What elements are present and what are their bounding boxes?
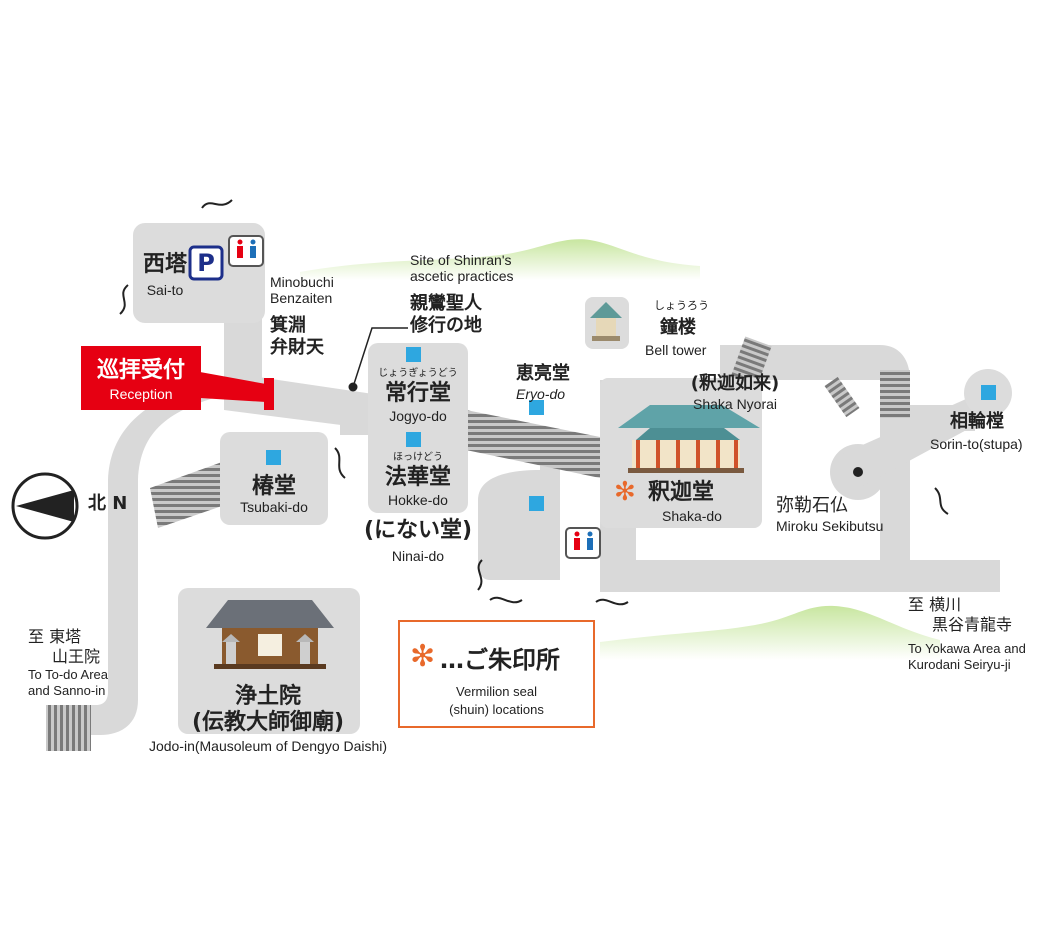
yokawa-direction-jp1: 至 横川 — [908, 595, 962, 614]
sorinto-dot — [853, 467, 863, 477]
seal-icon: ✻ — [410, 639, 436, 674]
hokkedo-label[interactable]: 法華堂 — [384, 465, 452, 490]
hokkedo-ruby: ほっけどう — [393, 452, 443, 463]
tsubakido-label[interactable]: 椿堂 — [251, 474, 297, 499]
legend-en1: Vermilion seal — [456, 684, 537, 699]
hokkedo-label-en: Hokke-do — [388, 492, 448, 508]
minobuchi-en1: Minobuchi — [270, 274, 334, 290]
shinran-en1: Site of Shinran's — [410, 252, 512, 268]
shinran-jp1[interactable]: 親鸞聖人 — [410, 293, 482, 314]
parking-icon — [188, 245, 224, 281]
shakado-temple-icon — [618, 405, 760, 473]
sorinto-label-en: Sorin-to(stupa) — [930, 436, 1023, 452]
minobuchi-en2: Benzaiten — [270, 290, 333, 306]
yokawa-direction-en1: To Yokawa Area and — [908, 641, 1026, 656]
parking-label: P — [197, 249, 215, 277]
yokawa-direction-en2: Kurodani Seiryu-ji — [908, 657, 1011, 672]
minobuchi-jp2: 弁財天 — [270, 337, 324, 358]
bell-tower-icon — [590, 302, 622, 341]
shakado-label[interactable]: 釈迦堂 — [648, 480, 715, 505]
jodoin-temple-icon — [206, 600, 334, 669]
toto-direction-en1: To To-do Area — [28, 667, 108, 682]
shinran-marker — [348, 382, 358, 392]
compass-icon — [11, 472, 79, 540]
toto-direction-en2: and Sanno-in — [28, 683, 106, 698]
reception-label: 巡拝受付 — [96, 358, 185, 383]
jogyodo-label-en: Jogyo-do — [389, 408, 447, 424]
reception-marker — [264, 378, 274, 410]
stairs — [46, 336, 910, 751]
ninaido-label-en: Ninai-do — [391, 548, 445, 564]
shoro-ruby: しょうろう — [654, 299, 709, 312]
shoro-label[interactable]: 鐘楼 — [660, 317, 696, 338]
saito-label[interactable]: 西塔 — [142, 252, 188, 277]
leader-lines — [352, 327, 408, 388]
jodoin-label[interactable]: 浄土院 — [234, 684, 302, 709]
path-ends — [119, 199, 949, 606]
compass-label: 北 N — [88, 493, 128, 514]
legend-title: …ご朱印所 — [440, 646, 560, 674]
shinran-jp2: 修行の地 — [410, 315, 482, 336]
yokawa-direction-jp2: 黒谷青龍寺 — [932, 615, 1013, 634]
shakado-seal-icon: ✻ — [614, 477, 636, 507]
shaka-nyorai-label-en: Shaka Nyorai — [692, 396, 778, 412]
legend-box: ✻ …ご朱印所 Vermilion seal (shuin) locations — [398, 620, 595, 728]
toto-direction-jp2: 山王院 — [52, 647, 101, 666]
saito-label-en: Sai-to — [146, 282, 184, 298]
miroku-label-en: Miroku Sekibutsu — [776, 518, 884, 534]
sorinto-label[interactable]: 相輪樘 — [950, 411, 1004, 432]
legend-en2: (shuin) locations — [449, 702, 544, 717]
shinran-en2: ascetic practices — [410, 268, 514, 284]
shakado-label-en: Shaka-do — [662, 508, 722, 524]
jogyodo-ruby: じょうぎょうどう — [378, 368, 458, 379]
ninaido-label[interactable]: (にない堂) — [363, 518, 473, 543]
shoro-label-en: Bell tower — [645, 342, 707, 358]
jogyodo-label[interactable]: 常行堂 — [384, 381, 452, 406]
reception-sign[interactable]: 巡拝受付 Reception — [81, 346, 201, 410]
shaka-nyorai-label: (釈迦如来) — [690, 373, 780, 394]
minobuchi-jp1[interactable]: 箕淵 — [270, 315, 306, 336]
jodoin-label-en: Jodo-in(Mausoleum of Dengyo Daishi) — [148, 738, 388, 754]
reception-label-en: Reception — [109, 386, 173, 402]
toto-direction-jp1: 至 東塔 — [28, 627, 82, 646]
restroom-icon-shaka — [565, 527, 601, 559]
location-markers — [266, 347, 996, 511]
hills — [300, 239, 940, 660]
reception-pointer — [200, 372, 266, 402]
miroku-label[interactable]: 弥勒石仏 — [776, 495, 848, 516]
eryodo-label[interactable]: 恵亮堂 — [516, 363, 570, 384]
eryodo-label-en: Eryo-do — [516, 386, 566, 402]
tsubakido-label-en: Tsubaki-do — [240, 499, 308, 515]
restroom-icon-saito — [228, 235, 264, 267]
jodoin-label-2: (伝教大師御廟) — [191, 710, 345, 735]
